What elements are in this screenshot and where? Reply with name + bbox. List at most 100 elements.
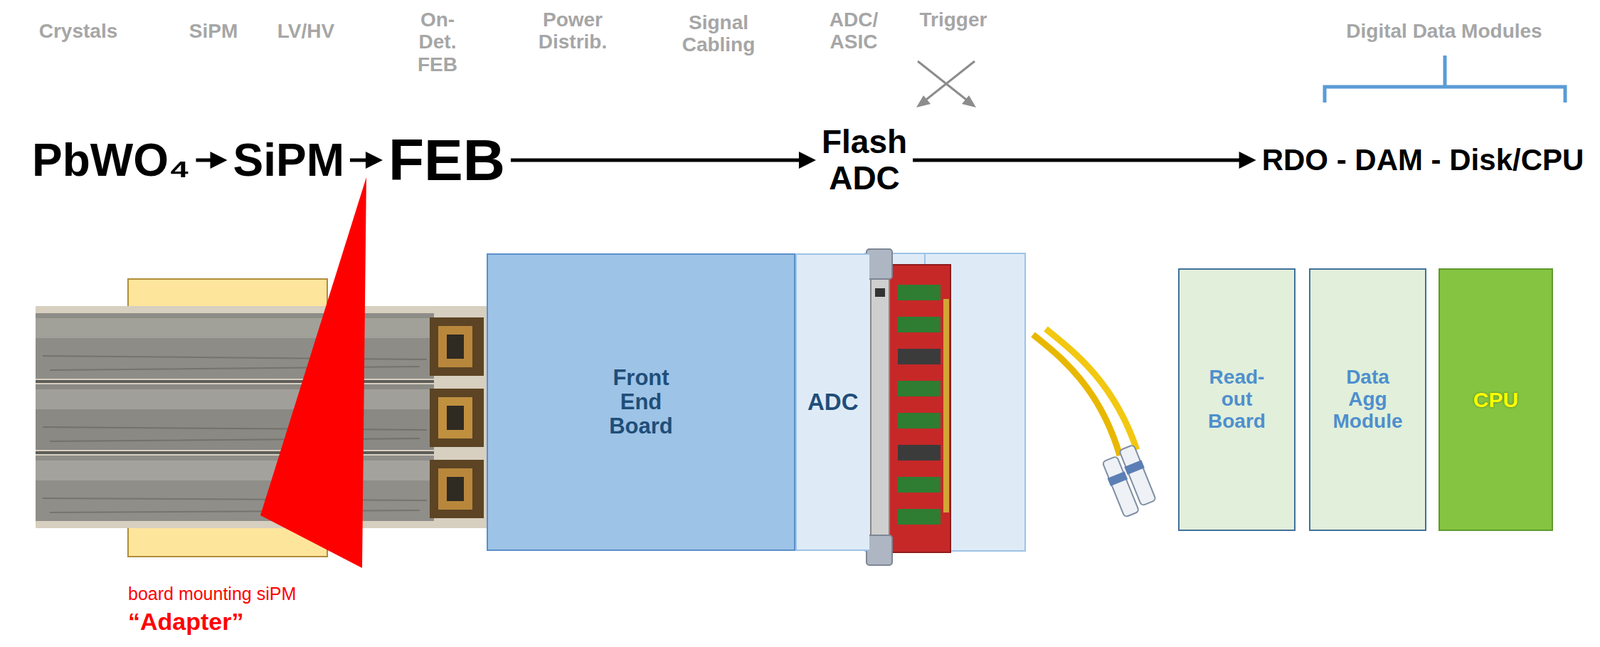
- sipm-chip: [438, 396, 473, 439]
- stage-label-box: Digital Data Modules: [1346, 19, 1542, 42]
- stage-label: Power Distrib.: [538, 8, 607, 54]
- data-agg-box: Data Agg Module: [1309, 268, 1427, 531]
- arrow-shaft: [510, 158, 801, 163]
- card-chip: [897, 380, 941, 397]
- card-chip: [897, 316, 941, 333]
- sipm-chip: [446, 405, 464, 430]
- box-label: CPU: [1473, 387, 1519, 412]
- stage-label-box: ADC/ ASIC: [829, 8, 878, 54]
- callout-label-box: “Adapter”: [128, 607, 244, 635]
- callout-label-box: board mounting siPM: [128, 583, 296, 604]
- stage-label-box: Power Distrib.: [538, 8, 607, 54]
- stage-text: Flash ADC: [821, 123, 908, 196]
- card-panel: [870, 250, 890, 564]
- arrowhead: [209, 151, 227, 169]
- sipm-chip: [446, 476, 464, 501]
- box-label: ADC: [807, 389, 859, 415]
- stage-label-box: LV/HV: [277, 19, 335, 42]
- wrap-crease: [42, 497, 427, 513]
- flow-arrow: [350, 151, 383, 169]
- callout-wedge: [260, 177, 367, 568]
- box-label: Front End Board: [608, 365, 674, 439]
- adc-card: [889, 264, 951, 553]
- sipm-chip: [438, 468, 473, 510]
- box-label: Data Agg Module: [1333, 366, 1403, 432]
- card-handle: [866, 248, 893, 279]
- crystal-bar: [35, 455, 434, 521]
- arrowhead: [365, 151, 383, 169]
- stage-node: FEB: [388, 128, 506, 193]
- stage-label: Digital Data Modules: [1346, 19, 1542, 42]
- sipm-board: [429, 388, 484, 447]
- stage-label: Signal Cabling: [682, 11, 756, 57]
- sipm-board: [429, 459, 484, 518]
- arrowhead: [1239, 151, 1257, 169]
- stage-label: Crystals: [39, 19, 119, 42]
- card-connector: [943, 298, 950, 513]
- stage-label-box: Trigger: [919, 8, 988, 31]
- trigger-arrowhead: [961, 95, 977, 108]
- card-chip: [897, 348, 941, 365]
- arrowhead: [798, 151, 817, 169]
- stage-text: FEB: [388, 128, 506, 193]
- stage-label: SiPM: [189, 19, 238, 42]
- arrow-shaft: [912, 158, 1241, 163]
- crystal-highlight: [35, 389, 434, 410]
- front-end-board-box: Front End Board: [486, 253, 796, 551]
- card-chip: [897, 476, 941, 493]
- sipm-chip: [438, 325, 473, 368]
- stage-node: SiPM: [232, 135, 344, 185]
- crystal-highlight: [35, 318, 434, 338]
- crystal-highlight: [35, 460, 434, 481]
- callout-label: board mounting siPM: [128, 583, 296, 604]
- card-chip: [897, 444, 941, 461]
- wrap-crease: [42, 426, 427, 442]
- crystal-gap: [35, 451, 434, 454]
- stage-node: Flash ADC: [821, 123, 908, 196]
- stage-label-box: Crystals: [39, 19, 119, 42]
- callout-label: “Adapter”: [128, 607, 244, 635]
- stage-node: RDO - DAM - Disk/CPU: [1262, 143, 1585, 177]
- trigger-arrow: [923, 61, 975, 102]
- box-label: Read- out Board: [1208, 366, 1266, 432]
- stage-label-box: On-Det. FEB: [417, 8, 458, 76]
- stage-label: LV/HV: [277, 19, 335, 42]
- wrap-crease: [42, 355, 427, 370]
- stage-text: SiPM: [232, 135, 344, 185]
- adc-box: ADC: [795, 253, 870, 551]
- crystal-bar: [35, 384, 434, 450]
- fiber-connector: [1099, 443, 1159, 518]
- flow-arrow: [912, 151, 1257, 169]
- card-chip: [897, 412, 941, 429]
- trigger-arrowhead: [916, 95, 931, 108]
- crystal-gap: [35, 379, 434, 383]
- stage-text: PbWO₄: [32, 135, 190, 185]
- fiber-cable: [1045, 328, 1137, 450]
- stage-node: PbWO₄: [32, 135, 190, 185]
- stage-label-box: SiPM: [189, 19, 238, 42]
- stage-label: Trigger: [919, 8, 988, 31]
- card-chip: [897, 284, 941, 301]
- stage-label: On-Det. FEB: [417, 8, 458, 76]
- stage-label-box: Signal Cabling: [682, 11, 756, 57]
- arrow-shaft: [350, 157, 368, 162]
- flow-arrow: [510, 151, 817, 169]
- connector-collar: [1124, 459, 1145, 475]
- sipm-chip: [446, 334, 464, 359]
- cpu-box: CPU: [1438, 268, 1554, 531]
- photo-ground: [35, 305, 489, 528]
- sipm-board: [429, 317, 484, 376]
- arrow-shaft: [195, 157, 212, 162]
- connector-collar: [1107, 470, 1129, 486]
- bracket: [1324, 55, 1566, 103]
- card-handle: [866, 534, 893, 565]
- flow-arrow: [195, 151, 227, 169]
- readout-board-box: Read- out Board: [1178, 268, 1296, 531]
- stage-label: ADC/ ASIC: [829, 8, 878, 54]
- card-led: [875, 288, 886, 297]
- trigger-arrow: [917, 61, 969, 102]
- card-chip: [897, 508, 941, 525]
- crystal-bar: [35, 313, 434, 379]
- stage-text: RDO - DAM - Disk/CPU: [1262, 143, 1585, 177]
